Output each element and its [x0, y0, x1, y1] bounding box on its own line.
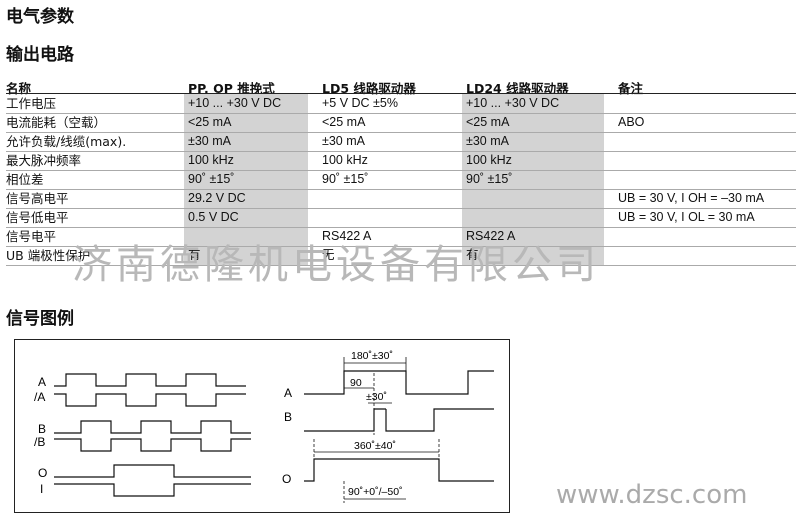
header-divider	[6, 93, 796, 94]
wave-label-b-inv: /B	[34, 435, 45, 449]
watermark-company: 济南德隆机电设备有限公司	[72, 242, 600, 288]
annot-360: 360˚±40˚	[354, 440, 396, 452]
signal-diagram: A /A B /B O I A B O 180˚±30˚ 90 ±30˚ 360…	[14, 339, 510, 513]
row-divider	[6, 227, 796, 228]
table-header-3: LD24 线路驱动器	[466, 81, 569, 96]
table-cell: RS422 A	[466, 229, 516, 243]
wave-i	[54, 483, 251, 497]
detail-label-b: B	[284, 410, 292, 424]
table-cell: 100 kHz	[188, 153, 234, 167]
table-cell: ABO	[618, 115, 645, 129]
table-cell: <25 mA	[466, 115, 510, 129]
table-cell: ±30 mA	[188, 134, 231, 148]
annot-30: ±30˚	[366, 391, 387, 403]
detail-wave-o	[304, 458, 494, 482]
table-header-1: PP, OP 推挽式	[188, 81, 275, 96]
annot-90-offset: 90˚+0˚/–50˚	[348, 486, 403, 498]
column-shade	[184, 94, 308, 265]
row-label: 最大脉冲频率	[6, 153, 82, 168]
row-divider	[6, 151, 796, 152]
table-cell: 90˚ ±15˚	[322, 172, 369, 186]
table-header-0: 名称	[6, 81, 32, 96]
table-cell: 无	[322, 248, 335, 262]
wave-label-a-inv: /A	[34, 390, 45, 404]
wave-b-inv	[54, 438, 251, 452]
row-label: 信号低电平	[6, 210, 69, 225]
detail-label-a: A	[284, 386, 292, 400]
diagram-frame	[14, 339, 510, 513]
table-cell: 90˚ ±15˚	[466, 172, 513, 186]
row-label: UB 端极性保护	[6, 248, 91, 263]
section-title-output: 输出电路	[6, 45, 74, 65]
wave-label-b: B	[38, 422, 46, 436]
wave-o	[54, 464, 251, 478]
table-cell: 90˚ ±15˚	[188, 172, 235, 186]
row-divider	[6, 132, 796, 133]
watermark-url: www.dzsc.com	[556, 480, 748, 510]
table-cell: 100 kHz	[466, 153, 512, 167]
detail-label-o: O	[282, 472, 291, 486]
row-label: 电流能耗（空载）	[6, 115, 107, 130]
section-title-electrical: 电气参数	[6, 7, 74, 27]
table-cell: +10 ... +30 V DC	[466, 96, 560, 110]
table-cell: UB = 30 V, I OH = –30 mA	[618, 191, 765, 205]
table-header-2: LD5 线路驱动器	[322, 81, 416, 96]
row-divider	[6, 189, 796, 190]
table-header-4: 备注	[618, 81, 644, 96]
table-cell: +10 ... +30 V DC	[188, 96, 282, 110]
table-cell: 有	[466, 248, 479, 262]
table-cell: 29.2 V DC	[188, 191, 246, 205]
annot-90: 90	[350, 377, 362, 389]
row-divider	[6, 265, 796, 266]
row-divider	[6, 113, 796, 114]
wave-label-i: I	[40, 482, 43, 496]
wave-b	[54, 420, 251, 434]
row-label: 相位差	[6, 172, 44, 187]
table-cell: 0.5 V DC	[188, 210, 239, 224]
table-cell: 有	[188, 248, 201, 262]
annot-180: 180˚±30˚	[351, 350, 393, 362]
table-cell: <25 mA	[322, 115, 366, 129]
table-cell: UB = 30 V, I OL = 30 mA	[618, 210, 755, 224]
row-label: 信号电平	[6, 229, 57, 244]
table-cell: ±30 mA	[466, 134, 509, 148]
table-cell: 100 kHz	[322, 153, 368, 167]
row-divider	[6, 208, 796, 209]
wave-label-a: A	[38, 375, 46, 389]
table-cell: <25 mA	[188, 115, 232, 129]
row-divider	[6, 170, 796, 171]
row-divider	[6, 246, 796, 247]
detail-wave-b	[304, 408, 494, 432]
table-cell: ±30 mA	[322, 134, 365, 148]
wave-a-inv	[54, 393, 246, 407]
column-shade	[462, 94, 604, 265]
row-label: 工作电压	[6, 96, 57, 111]
row-label: 允许负载/线缆(max).	[6, 134, 127, 149]
wave-a	[54, 373, 246, 387]
row-label: 信号高电平	[6, 191, 69, 206]
section-title-signal: 信号图例	[6, 309, 74, 329]
table-cell: RS422 A	[322, 229, 372, 243]
table-cell: +5 V DC ±5%	[322, 96, 398, 110]
detail-wave-a	[304, 370, 494, 395]
wave-label-o: O	[38, 466, 47, 480]
